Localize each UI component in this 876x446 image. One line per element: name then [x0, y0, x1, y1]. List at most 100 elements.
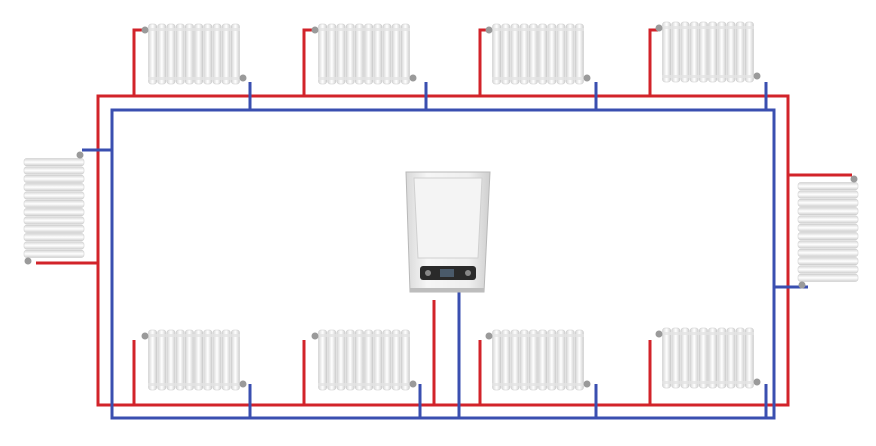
radiator-fin [510, 23, 520, 85]
radiator-fin [662, 327, 671, 389]
radiator-fin [556, 23, 566, 85]
radiator-icon [655, 21, 761, 83]
valve-icon [798, 281, 806, 289]
radiator-fin [23, 199, 85, 208]
radiator-fin [797, 223, 859, 232]
radiator-fin [364, 329, 373, 391]
radiator-fin [194, 329, 203, 391]
radiator-fin [529, 329, 538, 391]
radiator-fin [492, 329, 501, 391]
radiator-fin [538, 23, 547, 85]
radiator-fin [185, 329, 194, 391]
radiator-icon [655, 327, 761, 389]
radiator-fin [699, 21, 708, 83]
radiator-fin [203, 23, 213, 85]
radiator-fin [212, 329, 222, 391]
radiator-fin [175, 329, 185, 391]
radiator-fin [23, 224, 85, 233]
radiator-fin [671, 327, 681, 389]
radiator-fin [735, 21, 745, 83]
radiator-fin [689, 21, 699, 83]
valve-icon [239, 74, 247, 82]
radiator-fin [708, 21, 717, 83]
valve-icon [76, 151, 84, 159]
boiler-bottom [410, 288, 484, 292]
radiator-fin [726, 327, 736, 389]
radiator-header-pipe [492, 28, 584, 31]
radiator-fin [23, 216, 85, 225]
radiator-icon [311, 23, 417, 85]
radiator-fin [148, 329, 157, 391]
valve-icon [655, 24, 663, 32]
radiator-fin [345, 23, 355, 85]
radiator-fin [327, 23, 337, 85]
valve-icon [753, 72, 761, 80]
return-pipe-loop [110, 108, 776, 420]
radiator-fin [166, 329, 176, 391]
radiator-header-pipe [492, 334, 584, 337]
radiator-fin [735, 327, 745, 389]
radiator-header-pipe [318, 28, 410, 31]
radiator-fin [23, 191, 85, 200]
radiator-fin [565, 329, 575, 391]
valve-icon [141, 26, 149, 34]
radiator-fin [212, 23, 222, 85]
radiator-fin [797, 265, 859, 274]
radiator-fin [231, 329, 240, 391]
radiator-fin [717, 327, 727, 389]
display-screen [440, 269, 454, 277]
valve-icon [583, 74, 591, 82]
control-knob-icon [425, 270, 431, 276]
radiator-fin [797, 198, 859, 207]
radiator-header-pipe [662, 26, 754, 29]
radiator-fin [529, 23, 538, 85]
radiator-fin [203, 329, 213, 391]
radiator-fin [797, 248, 859, 257]
radiator-fin [157, 329, 167, 391]
radiator-header-pipe [662, 381, 754, 384]
radiator-fin [345, 329, 355, 391]
supply-pipe-loop [96, 94, 790, 407]
radiator-header-pipe [318, 77, 410, 80]
radiator-fin [717, 21, 727, 83]
radiator-fin [23, 208, 85, 217]
boiler [405, 171, 491, 293]
radiator-fin [538, 329, 547, 391]
radiator-fin [23, 249, 85, 258]
radiator-fin [797, 207, 859, 216]
radiator-header-pipe [148, 334, 240, 337]
radiator-fin [221, 329, 231, 391]
valve-icon [239, 380, 247, 388]
radiator-fin [336, 329, 346, 391]
radiator-fin [157, 23, 167, 85]
valve-icon [409, 74, 417, 82]
radiator-fin [556, 329, 566, 391]
supply-riser-top [648, 28, 658, 96]
radiator-header-pipe [662, 75, 754, 78]
radiator-fin [492, 23, 501, 85]
radiator-fin [355, 329, 364, 391]
radiator-fin [699, 327, 708, 389]
radiator-icon [485, 329, 591, 391]
radiator-fin [680, 327, 690, 389]
radiator-fin [797, 232, 859, 241]
radiator-icon [141, 329, 247, 391]
radiator-fin [689, 327, 699, 389]
radiator-fin [519, 329, 529, 391]
radiator-header-pipe [148, 77, 240, 80]
valve-icon [485, 26, 493, 34]
radiator-fin [194, 23, 203, 85]
radiator-fin [23, 174, 85, 183]
radiator-fin [175, 23, 185, 85]
supply-riser-top [132, 28, 142, 96]
radiator-fin [382, 329, 392, 391]
radiator-fin [708, 327, 717, 389]
valve-icon [24, 257, 32, 265]
radiator-fin [318, 329, 327, 391]
radiator-fin [23, 241, 85, 250]
radiator-fin [797, 257, 859, 266]
radiator-fin [336, 23, 346, 85]
boiler-front-panel [413, 177, 483, 259]
radiator-fin [185, 23, 194, 85]
radiator-icon [485, 23, 591, 85]
